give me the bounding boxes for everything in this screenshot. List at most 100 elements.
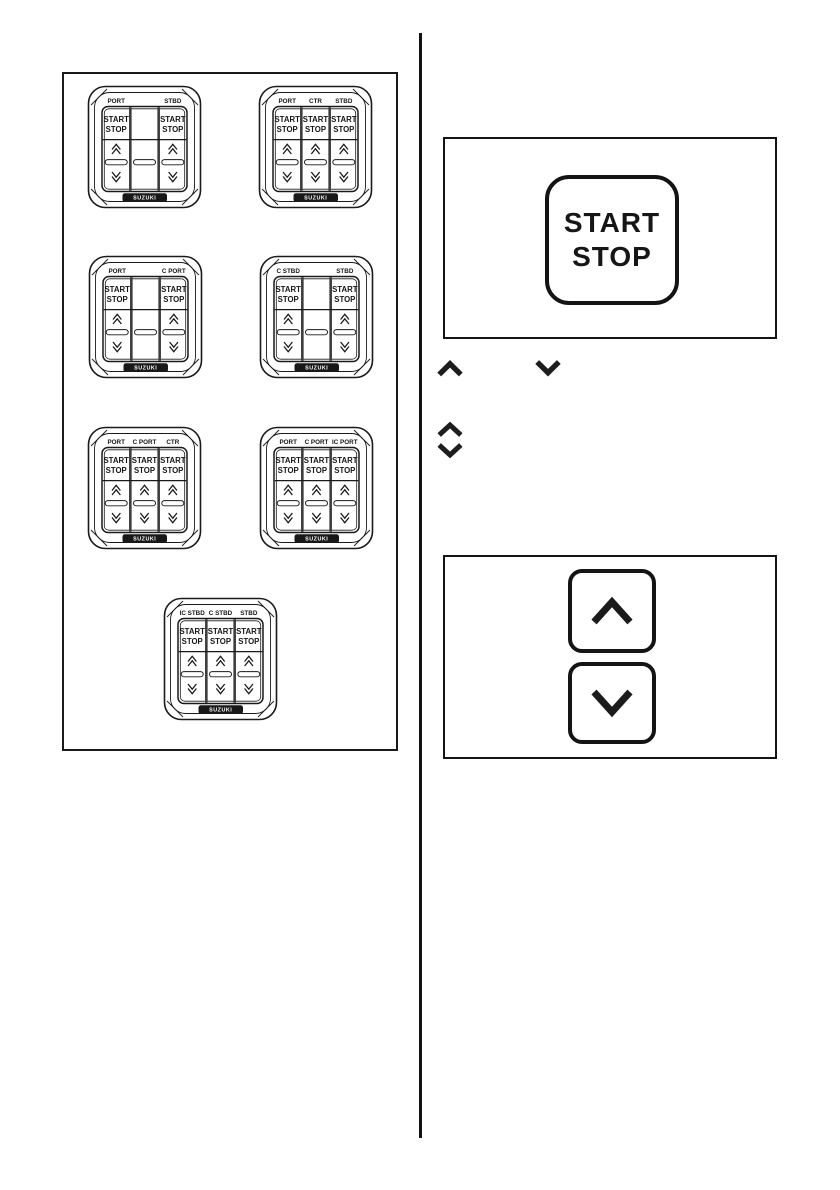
- start-stop-key-label: START: [104, 285, 130, 294]
- start-stop-key-label: STOP: [278, 466, 299, 475]
- double-chevron-up-icon: [282, 143, 292, 155]
- engine-position-label: IC PORT: [332, 439, 358, 446]
- corner-bevel-line: [181, 188, 199, 206]
- double-chevron-down-icon: [310, 171, 321, 183]
- engine-position-label: PORT: [279, 439, 297, 446]
- chevron-up-icon: [591, 596, 633, 625]
- double-chevron-down-icon: [139, 512, 150, 524]
- chevron-down-icon: [535, 360, 561, 377]
- double-chevron-down-icon: [187, 683, 197, 695]
- brand-badge: [198, 705, 243, 714]
- engine-position-label: STBD: [240, 610, 258, 617]
- corner-bevel-line: [182, 358, 200, 376]
- indicator-bar: [133, 159, 156, 166]
- brand-label: SUZUKI: [133, 537, 156, 543]
- indicator-bar: [305, 329, 328, 336]
- brand-label: SUZUKI: [304, 196, 327, 202]
- start-stop-key-label: START: [161, 285, 187, 294]
- start-stop-key-illustration: START STOP: [545, 175, 679, 305]
- trim-up-key-illustration: [568, 569, 656, 653]
- double-chevron-down-icon: [283, 512, 293, 524]
- double-chevron-down-icon: [339, 171, 349, 183]
- indicator-bar: [275, 159, 299, 166]
- corner-bevel-line: [181, 529, 199, 547]
- brand-badge: [293, 193, 338, 202]
- start-label: START: [563, 207, 661, 238]
- indicator-bar: [305, 500, 328, 507]
- double-chevron-down-icon: [311, 512, 322, 524]
- double-chevron-down-icon: [111, 512, 121, 524]
- double-chevron-up-icon: [339, 143, 349, 155]
- start-stop-key-label: STOP: [305, 125, 326, 134]
- indicator-bar: [180, 671, 204, 678]
- indicator-bar: [134, 329, 157, 336]
- start-stop-key-label: STOP: [162, 125, 183, 134]
- corner-bevel-line: [90, 529, 108, 547]
- brand-label: SUZUKI: [305, 537, 328, 543]
- chevron-up-down-icon: [437, 421, 463, 459]
- double-chevron-down-icon: [340, 341, 350, 353]
- engine-position-label: STBD: [336, 268, 354, 275]
- corner-bevel-line: [262, 358, 280, 376]
- start-stop-key-label: START: [160, 115, 186, 124]
- engine-position-label: PORT: [107, 98, 125, 105]
- start-stop-key-label: STOP: [334, 295, 355, 304]
- start-stop-key-label: START: [208, 627, 234, 636]
- double-chevron-up-icon: [168, 484, 178, 496]
- start-stop-key-label: STOP: [106, 466, 127, 475]
- trim-down-key-illustration: [568, 662, 656, 744]
- double-chevron-up-icon: [111, 484, 121, 496]
- engine-position-label: C PORT: [162, 268, 186, 275]
- start-stop-key-label: STOP: [106, 125, 127, 134]
- double-chevron-up-icon: [111, 143, 121, 155]
- double-chevron-up-icon: [311, 484, 322, 496]
- double-chevron-down-icon: [112, 341, 122, 353]
- start-stop-key-label: START: [303, 115, 329, 124]
- double-chevron-up-icon: [187, 655, 197, 667]
- start-stop-key-label: START: [332, 285, 358, 294]
- engine-position-label: C STBD: [209, 610, 233, 617]
- engine-position-label: STBD: [164, 98, 182, 105]
- corner-bevel-line: [262, 429, 280, 447]
- column-divider-line: [419, 33, 422, 1138]
- double-chevron-up-icon: [244, 655, 254, 667]
- start-stop-key-label: START: [179, 627, 205, 636]
- start-stop-key-label: START: [332, 456, 358, 465]
- indicator-bar: [209, 671, 232, 678]
- double-chevron-down-icon: [168, 171, 178, 183]
- start-stop-key-label: STOP: [134, 466, 155, 475]
- brand-label: SUZUKI: [305, 366, 328, 372]
- corner-bevel-line: [90, 188, 108, 206]
- double-chevron-down-icon: [169, 341, 179, 353]
- stop-label: STOP: [572, 241, 652, 272]
- corner-bevel-line: [353, 429, 371, 447]
- start-stop-key-label: STOP: [306, 466, 327, 475]
- corner-bevel-line: [353, 529, 371, 547]
- double-chevron-down-icon: [215, 683, 226, 695]
- double-chevron-up-icon: [283, 313, 293, 325]
- start-stop-key-label: START: [275, 456, 301, 465]
- corner-bevel-line: [90, 88, 108, 106]
- start-stop-key-label: START: [274, 115, 300, 124]
- corner-bevel-line: [353, 358, 371, 376]
- indicator-bar: [276, 329, 300, 336]
- engine-position-label: PORT: [108, 268, 126, 275]
- double-chevron-up-icon: [283, 484, 293, 496]
- start-stop-key-label: START: [160, 456, 186, 465]
- start-stop-key-label: STOP: [238, 637, 259, 646]
- double-chevron-down-icon: [282, 171, 292, 183]
- double-chevron-down-icon: [283, 341, 293, 353]
- brand-label: SUZUKI: [209, 708, 232, 714]
- double-chevron-down-icon: [111, 171, 121, 183]
- corner-bevel-line: [352, 188, 370, 206]
- corner-bevel-line: [261, 88, 279, 106]
- corner-bevel-line: [257, 700, 275, 718]
